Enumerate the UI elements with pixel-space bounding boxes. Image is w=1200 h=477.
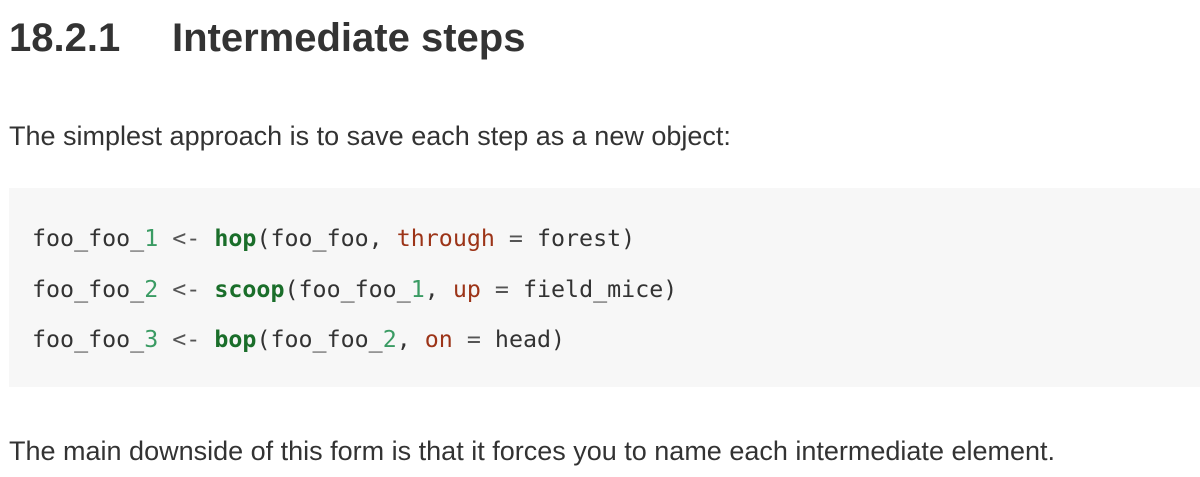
parameter-value: field_mice (522, 276, 664, 303)
open-paren: ( (256, 225, 271, 252)
code-line-1: foo_foo_1 <- hop(foo_foo, through = fore… (32, 224, 635, 254)
first-argument: foo_foo (270, 225, 369, 252)
variable-number: 3 (144, 326, 159, 353)
function-name: bop (214, 326, 257, 353)
parameter-value: head (494, 326, 552, 353)
code-line-3: foo_foo_3 <- bop(foo_foo_2, on = head) (32, 325, 565, 355)
comma: , (396, 326, 425, 353)
first-argument: foo_foo_ (298, 276, 411, 303)
parameter-value: forest (536, 225, 622, 252)
comma: , (424, 276, 453, 303)
comma: , (368, 225, 397, 252)
variable-name: foo_foo_ (32, 225, 145, 252)
open-paren: ( (284, 276, 299, 303)
close-paren: ) (551, 326, 566, 353)
equals-operator: = (452, 326, 495, 353)
close-paren: ) (621, 225, 636, 252)
close-paren: ) (663, 276, 678, 303)
first-argument-number: 1 (410, 276, 425, 303)
variable-name: foo_foo_ (32, 326, 145, 353)
parameter-name: through (396, 225, 495, 252)
assign-operator: <- (158, 276, 215, 303)
first-argument: foo_foo_ (270, 326, 383, 353)
section-title: Intermediate steps (172, 16, 526, 60)
outro-paragraph: The main downside of this form is that i… (9, 436, 1056, 466)
function-name: hop (214, 225, 257, 252)
intro-paragraph: The simplest approach is to save each st… (9, 121, 731, 151)
section-heading: 18.2.1 Intermediate steps (9, 10, 525, 66)
assign-operator: <- (158, 326, 215, 353)
section-number: 18.2.1 (9, 16, 121, 60)
variable-number: 2 (144, 276, 159, 303)
function-name: scoop (214, 276, 285, 303)
variable-number: 1 (144, 225, 159, 252)
first-argument-number: 2 (382, 326, 397, 353)
code-block (9, 188, 1200, 387)
code-line-2: foo_foo_2 <- scoop(foo_foo_1, up = field… (32, 275, 677, 305)
parameter-name: on (424, 326, 453, 353)
equals-operator: = (494, 225, 537, 252)
assign-operator: <- (158, 225, 215, 252)
open-paren: ( (256, 326, 271, 353)
equals-operator: = (480, 276, 523, 303)
parameter-name: up (452, 276, 481, 303)
variable-name: foo_foo_ (32, 276, 145, 303)
